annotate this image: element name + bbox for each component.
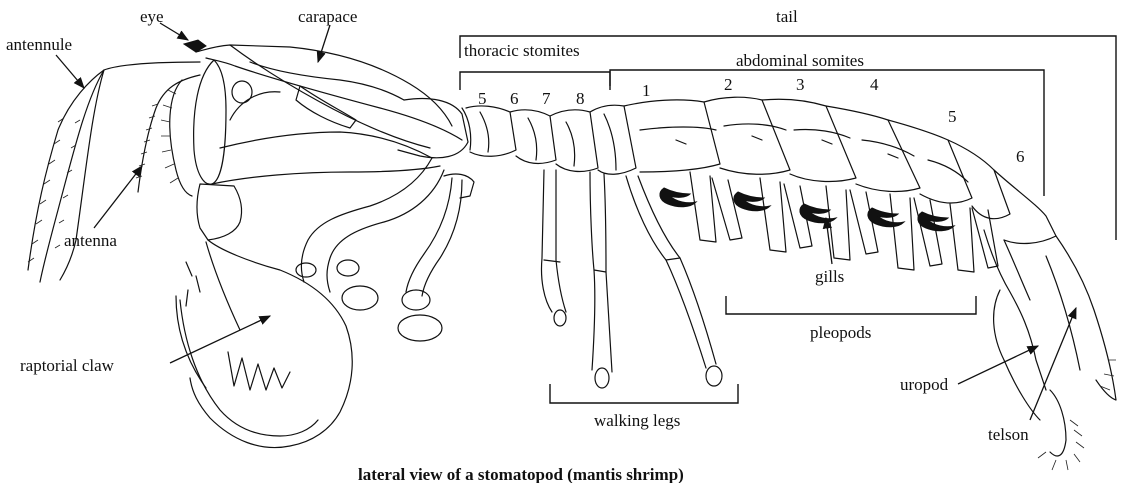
thoracic-stomites-bracket [460,72,610,90]
abdominal-somites-bracket [610,70,1044,196]
raptorial-claw-drawing [176,184,352,448]
label-uropod: uropod [900,375,949,394]
walking-legs-bracket [550,384,738,403]
label-walking-legs: walking legs [594,411,680,430]
thoracic-number: 6 [510,89,519,108]
carapace-leader [318,25,330,62]
eye-leader [160,23,188,40]
maxilliped-drawing [296,158,474,341]
figure-caption: lateral view of a stomatopod (mantis shr… [358,465,684,483]
shrimp-drawing [28,40,1116,470]
label-raptorial-claw: raptorial claw [20,356,115,375]
label-eye: eye [140,7,164,26]
thoracic-number: 7 [542,89,551,108]
gills-drawing [660,188,954,231]
labels: antennule eye carapace antenna raptorial… [6,7,1029,483]
label-antenna: antenna [64,231,117,250]
raptorial-claw-leader [170,316,270,363]
label-pleopods: pleopods [810,323,871,342]
antenna-drawing [136,75,200,196]
label-thoracic-stomites: thoracic stomites [464,41,580,60]
label-carapace: carapace [298,7,357,26]
abdominal-number: 1 [642,81,651,100]
thoracic-number: 5 [478,89,487,108]
abdominal-number: 6 [1016,147,1025,166]
antennule-leader [56,55,84,88]
pleopods-bracket [726,296,976,314]
label-abdominal-somites: abdominal somites [736,51,864,70]
abdominal-number: 4 [870,75,879,94]
antenna-leader [94,166,142,228]
abdominal-number: 3 [796,75,805,94]
head-carapace-drawing [184,40,471,184]
uropod-leader [958,346,1038,384]
brackets [460,36,1116,403]
thoracic-number: 8 [576,89,585,108]
gills-leader [826,218,832,264]
label-gills: gills [815,267,844,286]
label-telson: telson [988,425,1029,444]
thoracic-segments-drawing [466,105,636,174]
abdominal-number: 2 [724,75,733,94]
label-tail: tail [776,7,798,26]
abdominal-number: 5 [948,107,957,126]
pleopods-drawing [690,172,998,272]
label-antennule: antennule [6,35,72,54]
